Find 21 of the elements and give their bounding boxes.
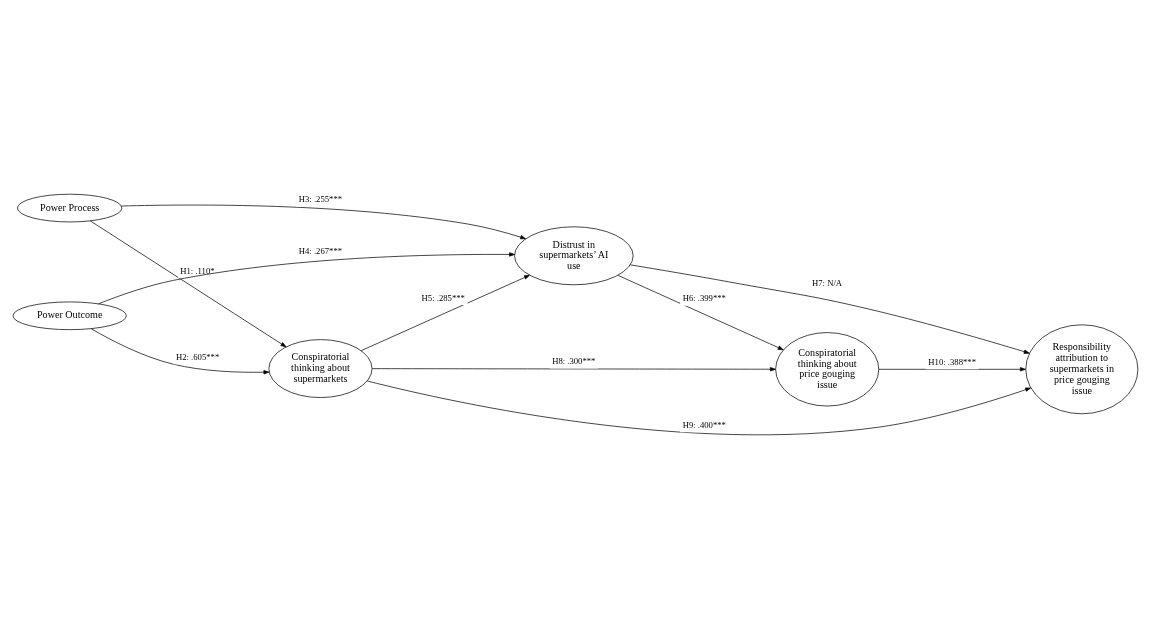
arrow	[617, 275, 784, 351]
edge-label: H7: N/A	[812, 277, 843, 288]
node-ellipse: Power Process	[17, 193, 123, 223]
edge-label: H9: .400***	[682, 419, 726, 430]
arrow	[90, 328, 270, 375]
arrow	[120, 204, 526, 240]
edge-label: H6: .399***	[682, 293, 726, 304]
arrow	[371, 367, 776, 372]
arrow	[361, 274, 530, 351]
edge-label: H5: .285***	[421, 292, 465, 303]
edge-label: H8: .300***	[552, 356, 596, 367]
edge-label: H3: .255***	[298, 194, 343, 205]
edge-label: H10: .388***	[928, 357, 976, 368]
arrow	[89, 220, 287, 348]
edge-label: H2: .605***	[175, 351, 220, 362]
edge-label: H4: .267***	[298, 245, 343, 256]
arrow	[629, 264, 1030, 354]
node-ellipse: Distrust in supermarkets’ AI use	[514, 226, 634, 286]
node-ellipse: Power Outcome	[12, 301, 127, 331]
edge-label: H1: .110*	[180, 265, 215, 276]
arrow	[878, 367, 1026, 372]
